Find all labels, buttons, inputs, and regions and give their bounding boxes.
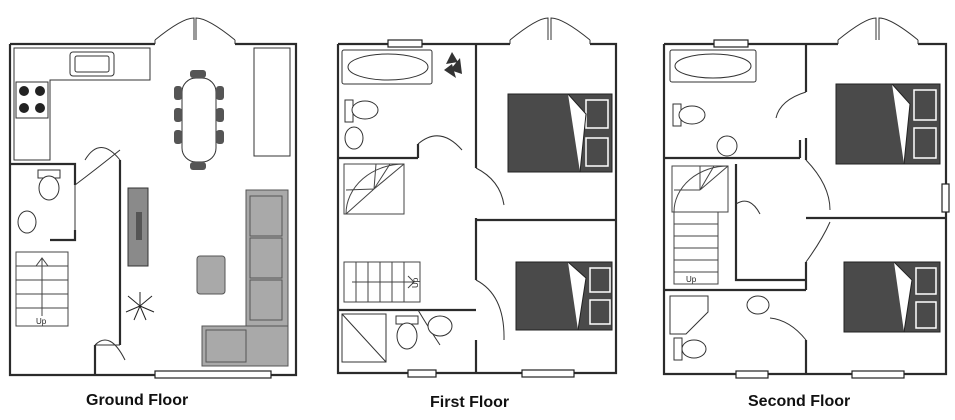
second-shower-icon bbox=[669, 295, 709, 335]
second-window-1 bbox=[735, 370, 769, 379]
hall-door bbox=[74, 147, 121, 230]
second-bed-lower bbox=[843, 261, 941, 333]
first-window-1 bbox=[407, 369, 437, 378]
first-ensuite-toilet-icon bbox=[396, 322, 418, 350]
ground-floor-plan: Up bbox=[8, 17, 298, 379]
second-toilet-icon bbox=[678, 105, 706, 125]
second-internal-walls bbox=[664, 44, 946, 374]
second-floor-label: Second Floor bbox=[748, 393, 851, 410]
toilet-icon bbox=[38, 175, 60, 201]
second-outer-walls bbox=[662, 42, 948, 376]
second-stairs-up-label: Up bbox=[686, 275, 697, 284]
first-winder-stairs bbox=[343, 163, 405, 215]
second-ensuite-cistern-icon bbox=[673, 337, 683, 361]
front-door bbox=[94, 339, 126, 361]
second-window-2 bbox=[851, 370, 905, 379]
first-bed-lower bbox=[515, 261, 613, 331]
first-floor-label: First Floor bbox=[430, 394, 510, 411]
kitchen-counter bbox=[13, 47, 151, 161]
coffee-table bbox=[196, 255, 226, 295]
first-bed-upper bbox=[507, 93, 613, 173]
ground-outer-walls bbox=[8, 42, 298, 377]
ground-floor-label: Ground Floor bbox=[86, 392, 189, 409]
dining-table-icon bbox=[181, 77, 217, 163]
first-window-2 bbox=[521, 369, 575, 378]
first-toilet-icon bbox=[351, 100, 379, 120]
second-ensuite-basin-icon bbox=[746, 295, 770, 315]
first-outer-walls bbox=[336, 42, 618, 375]
ground-stairs bbox=[15, 251, 69, 327]
tall-units bbox=[253, 47, 291, 157]
wc-walls bbox=[10, 162, 77, 242]
corner-sofa bbox=[201, 189, 289, 367]
second-side-window bbox=[941, 183, 950, 213]
second-doors bbox=[735, 91, 831, 341]
first-bath-window bbox=[387, 39, 423, 48]
first-doors bbox=[417, 135, 505, 346]
first-basin-icon bbox=[344, 126, 364, 150]
ground-window bbox=[154, 370, 272, 379]
second-bed-upper bbox=[835, 83, 941, 165]
ground-french-door bbox=[154, 17, 236, 44]
first-stairs-up-label: Up bbox=[411, 277, 420, 288]
first-ensuite-basin-icon bbox=[427, 315, 453, 337]
second-floor-plan: Up bbox=[662, 17, 950, 379]
first-straight-stairs bbox=[343, 261, 421, 303]
second-french-door bbox=[837, 17, 919, 44]
first-floor-plan: Up bbox=[336, 17, 618, 378]
plant-icon bbox=[125, 292, 155, 321]
second-basin-icon bbox=[716, 135, 738, 157]
ground-stairs-up-label: Up bbox=[36, 317, 47, 326]
second-ensuite-toilet-icon bbox=[681, 339, 707, 359]
first-internal-walls bbox=[338, 44, 616, 373]
first-plant-icon bbox=[444, 52, 462, 78]
basin-icon bbox=[17, 210, 37, 234]
second-bath-window bbox=[713, 39, 749, 48]
first-french-door bbox=[509, 17, 591, 44]
hall-wall bbox=[93, 160, 122, 375]
